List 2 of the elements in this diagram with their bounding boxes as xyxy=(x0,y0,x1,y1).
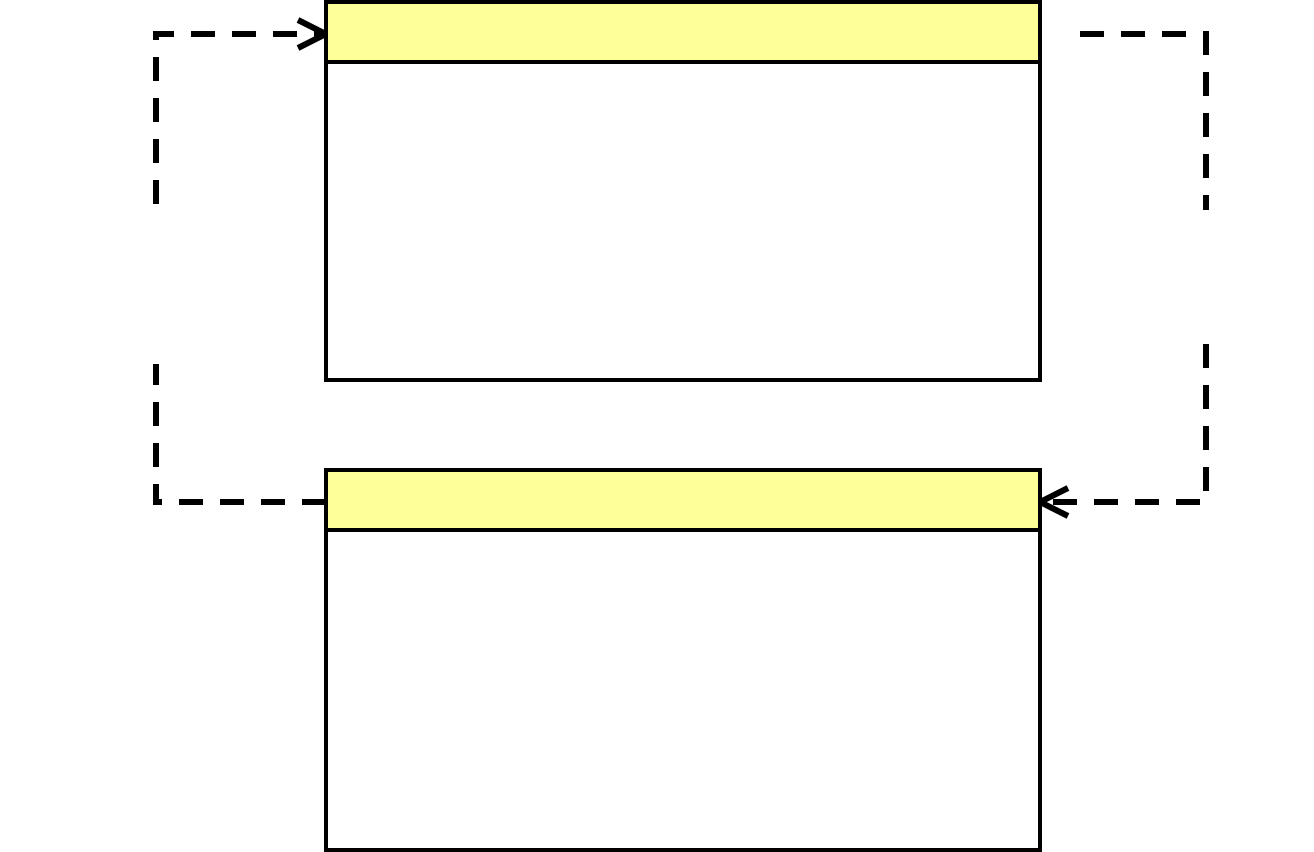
class-box xyxy=(324,0,1042,382)
class-box xyxy=(324,468,1042,852)
